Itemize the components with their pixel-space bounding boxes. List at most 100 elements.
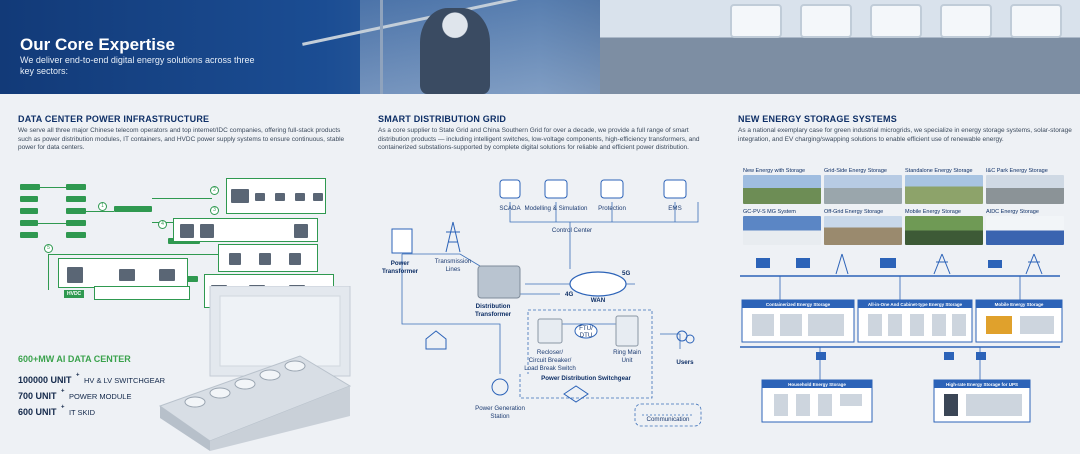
containerized-label: Containerized Energy Storage — [766, 302, 831, 307]
server-icon — [944, 352, 954, 360]
dtu-label: DTU — [580, 332, 593, 339]
photo-caption: Mobile Energy Storage — [905, 209, 961, 215]
ev-charger-icon — [988, 260, 1002, 268]
storage-site-photo — [824, 175, 902, 204]
rack-equipment-icon — [255, 193, 265, 201]
storage-site-photo — [905, 175, 983, 204]
cooling-unit-icon — [870, 4, 922, 38]
smart-home-icon — [425, 330, 447, 350]
photo-tile: New Energy with Storage — [743, 168, 821, 204]
cabinet-icon — [952, 314, 966, 336]
page-title: Our Core Expertise — [20, 35, 175, 54]
switchgear-icon — [200, 224, 214, 238]
diagram-box — [66, 184, 86, 190]
mobile-unit-icon — [986, 316, 1012, 334]
photo-caption: AIDC Energy Storage — [986, 209, 1039, 215]
mobile-label: Mobile Energy Storage — [995, 302, 1044, 307]
scada-node: SCADA — [499, 179, 522, 212]
rmu-label-2: Unit — [621, 357, 632, 364]
transmission-tower-icon — [445, 221, 461, 253]
recloser-label-2: Circuit Breaker/ — [529, 357, 572, 364]
storage-system-diagram: Containerized Energy Storage All-in-One … — [740, 253, 1063, 423]
container-icon — [808, 314, 844, 336]
container-icon — [752, 314, 774, 336]
data-center-body: We serve all three major Chinese telecom… — [18, 127, 345, 152]
photo-tile: Grid-Side Energy Storage — [824, 168, 902, 204]
energy-storage-body: As a national exemplary case for green i… — [738, 127, 1072, 143]
battery-rack-icon — [119, 269, 135, 281]
5g-label: 5G — [622, 270, 630, 277]
equipment-panel — [173, 218, 318, 242]
transmission-lines-label-1: Transmission — [435, 258, 472, 265]
module-icon — [259, 253, 271, 265]
switchgear-boundary — [519, 309, 653, 399]
cooling-unit-icon — [1010, 4, 1062, 38]
connector-line — [86, 211, 114, 212]
ring-main-unit-icon — [615, 315, 639, 347]
home-battery-icon — [774, 394, 788, 416]
stat-label: IT SKID — [68, 408, 96, 417]
switchgear-label: Power Distribution Switchgear — [541, 375, 631, 382]
ups-label: High-rate Energy Storage for UPS — [946, 382, 1018, 387]
monitor-icon — [663, 179, 687, 199]
data-center-stats: 600+MW AI DATA CENTER 100000 UNIT + HV &… — [18, 354, 165, 418]
storage-site-photo — [743, 216, 821, 245]
control-link — [509, 202, 699, 223]
distribution-transformer-icon — [477, 265, 521, 299]
connector-line — [152, 198, 212, 199]
diagram-step-5: 5 — [44, 244, 53, 253]
cabinet-icon — [868, 314, 882, 336]
photo-caption: GC-PV-S MG System — [743, 209, 796, 215]
photo-tile: I&C Park Energy Storage — [986, 168, 1064, 204]
mobile-unit-icon — [1020, 316, 1054, 334]
data-center-section: DATA CENTER POWER INFRASTRUCTURE We serv… — [0, 96, 355, 454]
ems-node: EMS — [663, 179, 687, 212]
cabinet-icon — [932, 314, 946, 336]
stat-row: 100000 UNIT + HV & LV SWITCHGEAR — [18, 370, 165, 386]
smart-grid-section: SMART DISTRIBUTION GRID As a core suppli… — [360, 96, 715, 454]
photo-tile: Off-Grid Energy Storage — [824, 209, 902, 245]
diagram-box — [66, 196, 86, 202]
stat-label: POWER MODULE — [68, 392, 132, 401]
all-in-one-label: All-in-One And Cabinet-type Energy Stora… — [868, 302, 963, 307]
battery-rack-icon — [159, 269, 175, 281]
storage-site-photo — [743, 175, 821, 204]
rmu-label-1: Ring Main — [613, 349, 641, 356]
grid-icons — [756, 253, 1043, 275]
recloser-icon — [537, 318, 563, 344]
stat-value: 600 UNIT — [18, 407, 57, 417]
connector-line — [48, 254, 218, 255]
photo-tile: Mobile Energy Storage — [905, 209, 983, 245]
chart-icon — [544, 179, 568, 199]
switchgear-icon — [294, 224, 308, 238]
storage-site-photo — [986, 216, 1064, 245]
equipment-panel — [58, 258, 188, 288]
ftu-dtu-icon — [574, 323, 598, 339]
solar-panel-icon — [563, 385, 589, 403]
battery-rack-icon — [67, 267, 83, 283]
users-icon — [676, 330, 688, 342]
power-gen-label-1: Power Generation — [475, 405, 525, 412]
rack-equipment-icon — [295, 193, 305, 201]
power-transformer-label-1: Power — [391, 260, 410, 267]
transmission-tower-icon — [1025, 253, 1043, 275]
sky-image — [360, 0, 620, 94]
switchgear-icon — [180, 224, 194, 238]
diagram-step-4: 4 — [158, 220, 167, 229]
recloser-label-3: Load Break Switch — [524, 365, 576, 372]
hero-banner: Our Core Expertise We deliver end-to-end… — [0, 0, 1080, 94]
data-center-container-image — [158, 286, 352, 451]
cooling-unit-icon — [800, 4, 852, 38]
shield-icon — [600, 179, 624, 199]
stat-value: 700 UNIT — [18, 391, 57, 401]
home-battery-icon — [818, 394, 832, 416]
diagram-box — [66, 220, 86, 226]
transmission-tower-icon — [933, 253, 951, 275]
wan-label: WAN — [591, 297, 606, 304]
plus-icon: + — [60, 404, 65, 411]
smart-grid-heading: SMART DISTRIBUTION GRID — [378, 114, 507, 124]
modelling-label: Modelling & Simulation — [525, 205, 588, 212]
home-battery-icon — [796, 394, 810, 416]
ai-data-center-stat: 600+MW AI DATA CENTER — [18, 354, 131, 364]
photo-caption: Off-Grid Energy Storage — [824, 209, 884, 215]
